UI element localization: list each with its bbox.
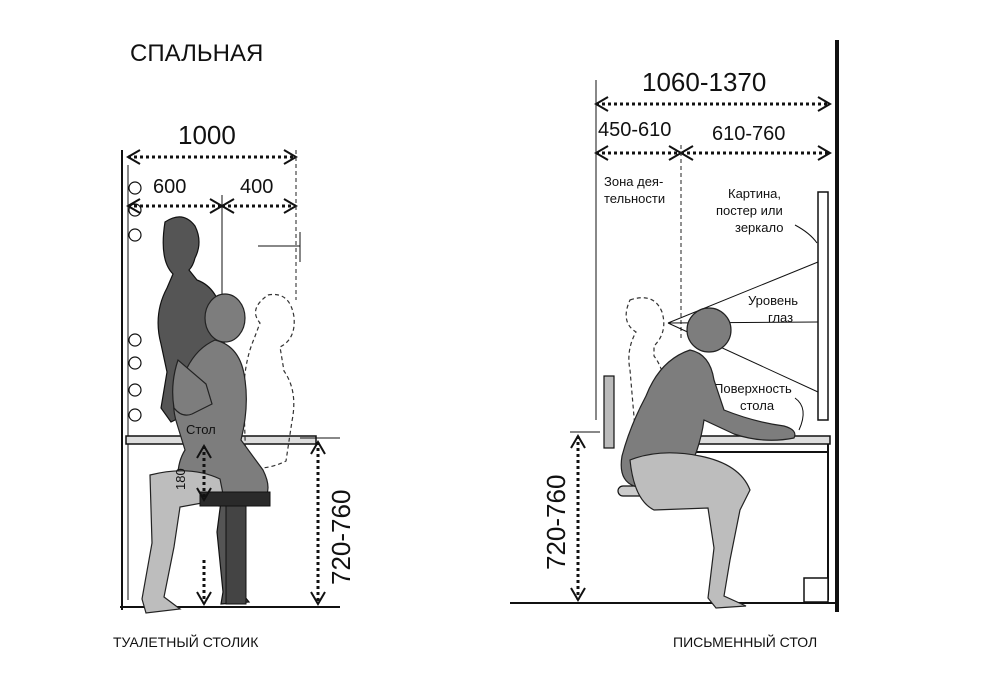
dim-label-1000: 1000 [178,120,236,150]
left-scene: 1000 600 400 [120,120,356,614]
stool [199,491,271,605]
right-seated-figure [620,307,796,609]
mirror-lights [128,181,142,422]
dim-label-450: 450-610 [598,119,671,141]
dim-label-400: 400 [240,176,273,198]
sight-line-top [667,261,819,324]
left-caption: ТУАЛЕТНЫЙ СТОЛИК [113,633,259,650]
picture-label-line2: постер или [716,203,783,218]
right-caption: ПИСЬМЕННЫЙ СТОЛ [673,633,817,650]
dim-label-right-height: 720-760 [541,475,571,570]
picture-label-line3: зеркало [735,220,783,235]
dim-label-1060: 1060-1370 [642,67,766,97]
eye-level-label-line2: глаз [768,310,793,325]
seated-figure [141,293,269,614]
picture-frame [817,191,829,421]
right-scene: 1060-1370 450-610 610-760 Зона дея- тель… [510,40,839,612]
ghost-figure [243,293,295,469]
surface-label-line1: Поверхность [714,381,792,396]
zone-label-line2: тельности [604,191,665,206]
writing-desk [681,435,831,603]
dim-label-left-height: 720-760 [326,490,356,585]
room-title: СПАЛЬНАЯ [130,40,263,67]
picture-label-line1: Картина, [728,186,781,201]
surface-label-line2: стола [740,398,775,413]
zone-label-line1: Зона дея- [604,174,663,189]
eye-level-label-line1: Уровень [748,293,798,308]
dim-label-180: 180 [173,468,188,490]
dim-label-600: 600 [153,176,186,198]
vanity-table-label: Стол [186,422,216,437]
dim-label-610: 610-760 [712,123,785,145]
